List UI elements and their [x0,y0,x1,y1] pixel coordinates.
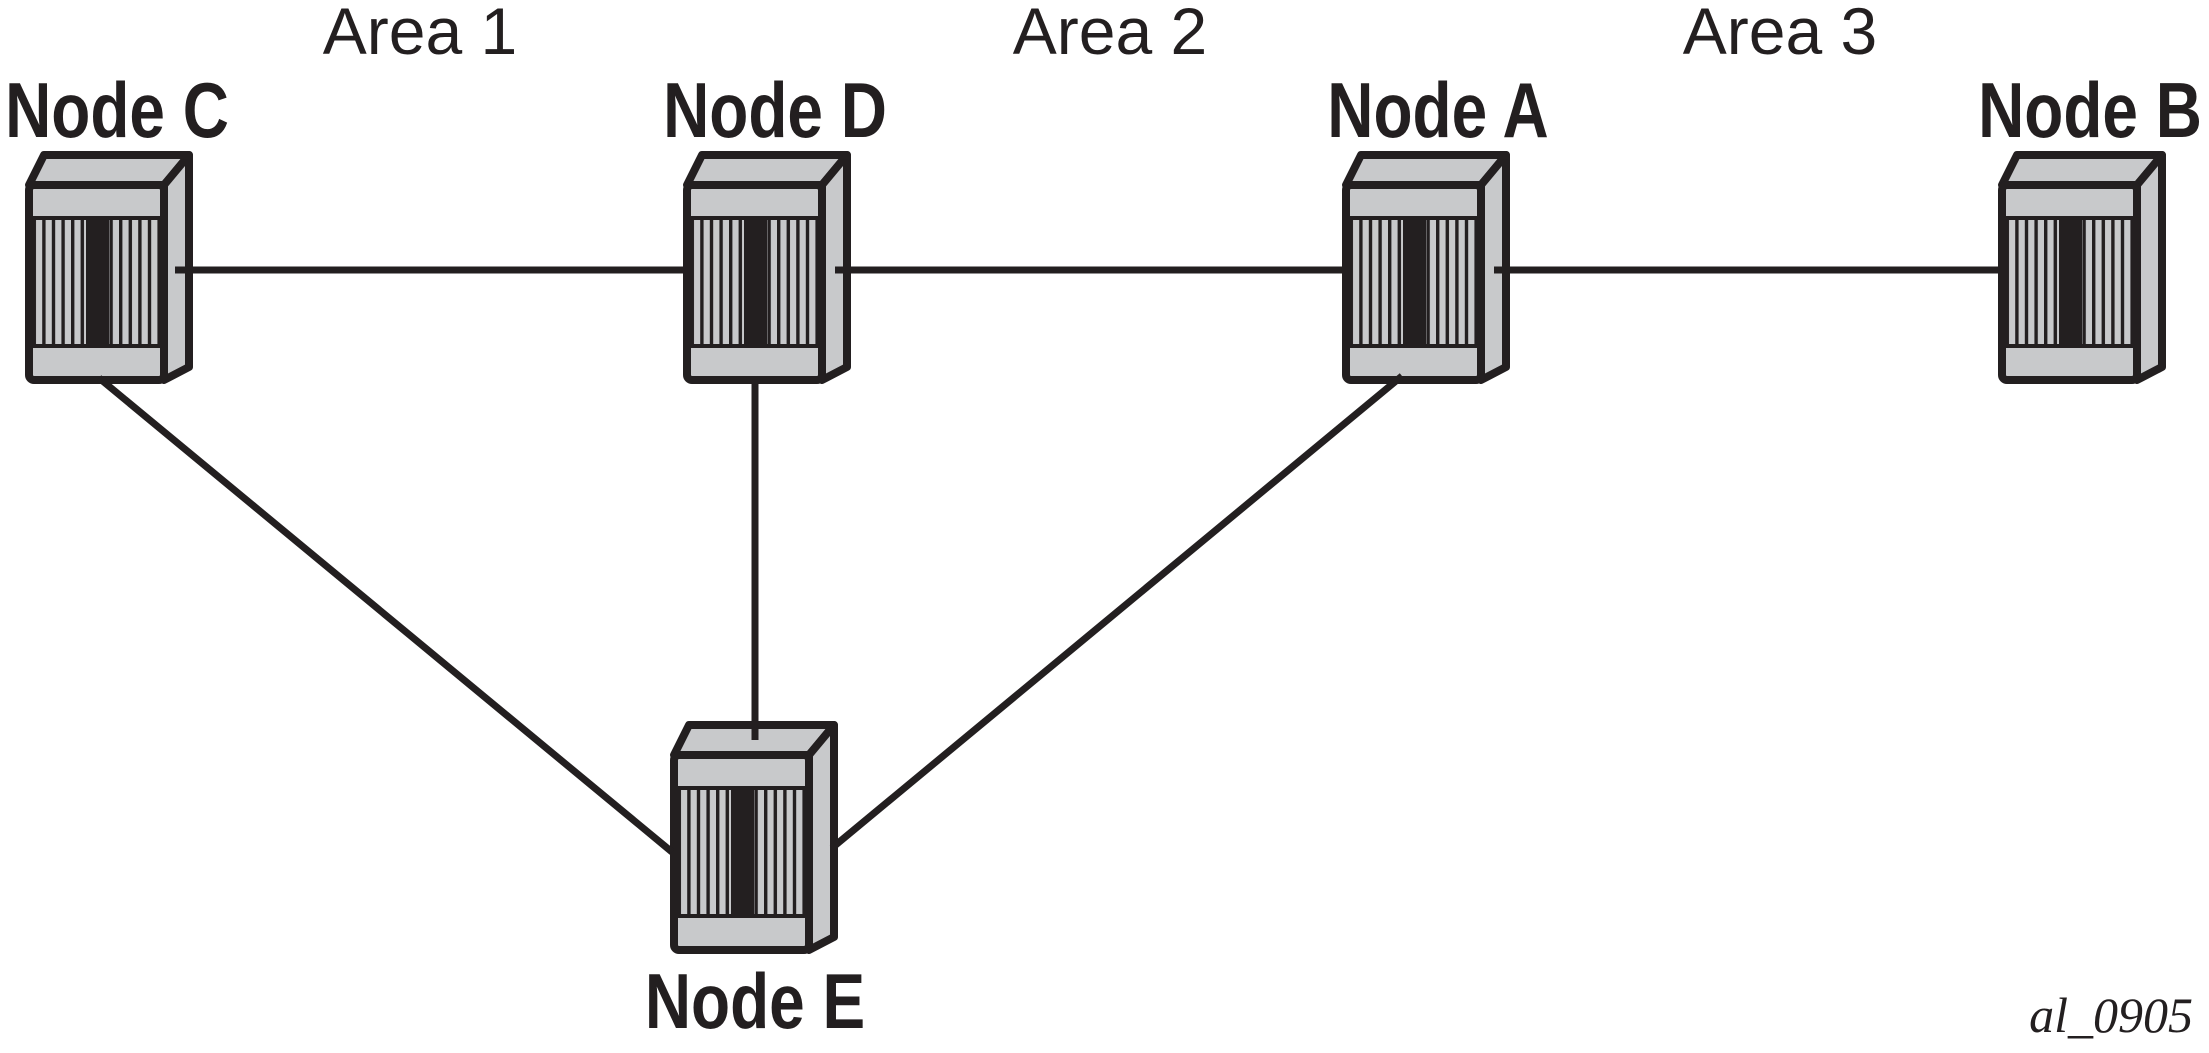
node-c-label: Node C [5,66,229,154]
area-2-label: Area 2 [1012,0,1208,68]
node-a-router-icon [1346,155,1506,380]
node-d-router-icon [687,155,847,380]
node-b-label: Node B [1978,66,2202,154]
node-e-label: Node E [644,957,866,1045]
link-node-c-node-e [96,375,675,855]
node-c-router-icon [29,155,189,380]
node-b-router-icon [2002,155,2162,380]
figure-signature: al_0905 [2029,987,2193,1043]
link-node-a-node-e [829,373,1405,851]
node-d-label: Node D [663,66,887,154]
node-a-label: Node A [1327,66,1549,154]
node-e-router-icon [674,725,834,950]
area-3-label: Area 3 [1682,0,1878,68]
area-1-label: Area 1 [322,0,518,68]
